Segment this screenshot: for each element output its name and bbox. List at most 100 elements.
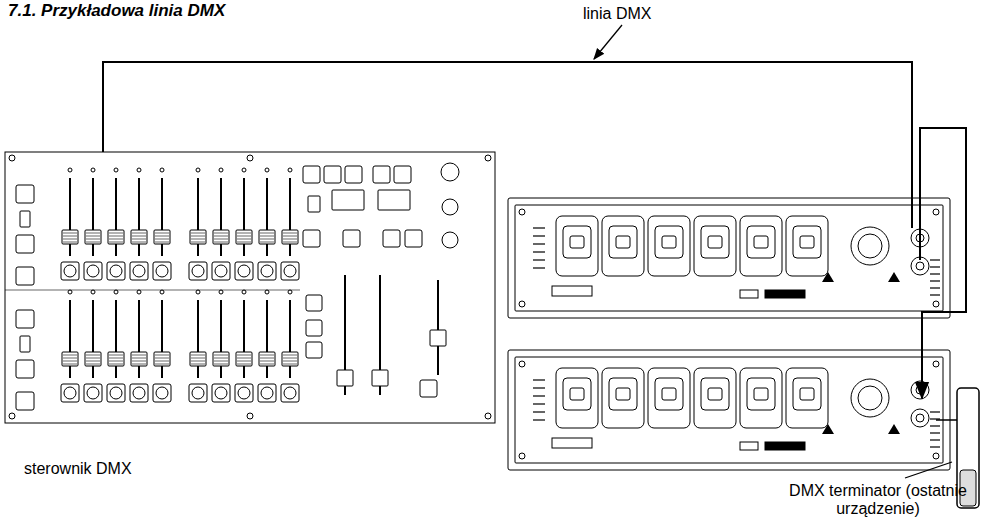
knob-grip [63,233,77,234]
led [265,290,269,294]
knob-grip [132,361,146,362]
fader-knob [282,352,298,366]
knob-grip [132,364,146,365]
socket-pins [662,388,676,400]
knob-grip [237,239,251,240]
button-cap [64,265,76,277]
vent [533,251,545,252]
fader-knob [108,230,124,244]
knob-grip [191,239,205,240]
socket-pins [754,236,768,248]
warning-symbol [822,272,834,282]
socket-face [701,378,729,410]
button-cap [215,265,227,277]
vent [930,411,940,412]
schuko-socket [740,368,782,428]
diagram-title: 7.1. Przykładowa linia DMX [8,1,225,20]
program-button [343,230,360,247]
socket-face [563,378,591,410]
knob-grip [86,242,100,243]
controller-panel [5,152,495,423]
led [114,290,118,294]
knob-grip [63,355,77,356]
program-button [373,166,390,183]
fader-knob [337,370,353,386]
vent [930,273,940,274]
knob-grip [283,355,297,356]
socket-pins [708,236,722,248]
knob-grip [260,364,274,365]
knob-grip [155,242,169,243]
socket-pins [708,388,722,400]
power-inlet [851,227,889,265]
flash-button [258,262,276,280]
knob-grip [63,361,77,362]
knob-grip [191,236,205,237]
knob-grip [237,242,251,243]
led [137,290,141,294]
schuko-socket [648,216,690,276]
socket-face [609,226,637,258]
knob-grip [155,236,169,237]
knob-grip [237,233,251,234]
led [160,290,164,294]
vent [533,387,545,388]
fader-knob [62,230,78,244]
knob-grip [191,233,205,234]
knob-grip [63,358,77,359]
knob-grip [191,355,205,356]
button-cap [110,387,122,399]
page-button [16,360,34,378]
socket-face [701,226,729,258]
knob-grip [86,364,100,365]
vent [533,235,545,236]
led [91,290,95,294]
dmx-controller [5,152,495,423]
flash-button [130,384,148,402]
screw [519,361,525,367]
socket-face [793,226,821,258]
knob-grip [155,239,169,240]
schuko-socket [694,368,736,428]
program-button [405,230,422,247]
knob-grip [237,361,251,362]
vent [930,446,940,447]
knob-grip [260,233,274,234]
program-button [345,166,362,183]
knob-grip [86,239,100,240]
device-label: sterownik DMX [24,459,132,478]
socket-pins [800,388,814,400]
vent [533,395,545,396]
screw [9,413,15,419]
master-slot [437,280,439,375]
vent [533,419,545,420]
power-inlet-core [858,234,882,258]
flash-button [107,384,125,402]
socket-pins [570,236,584,248]
knob-grip [63,242,77,243]
fader-knob [372,370,388,386]
label-plate [740,442,758,450]
flash-button [153,262,171,280]
page-display [20,211,30,227]
screw [519,453,525,459]
knob-grip [109,361,123,362]
program-button [383,230,400,247]
vent [533,259,545,260]
page-button [16,185,34,203]
flash-button [281,262,299,280]
fader-knob [62,352,78,366]
blackout-button [420,380,437,397]
mode-button [306,295,322,311]
knob-grip [109,355,123,356]
vent [930,259,940,260]
knob-grip [214,239,228,240]
fader-knob [131,230,147,244]
knob-grip [132,242,146,243]
schuko-socket [786,216,828,276]
knob-grip [214,236,228,237]
fader-knob [259,230,275,244]
rack-front [515,205,943,311]
flash-button [107,262,125,280]
